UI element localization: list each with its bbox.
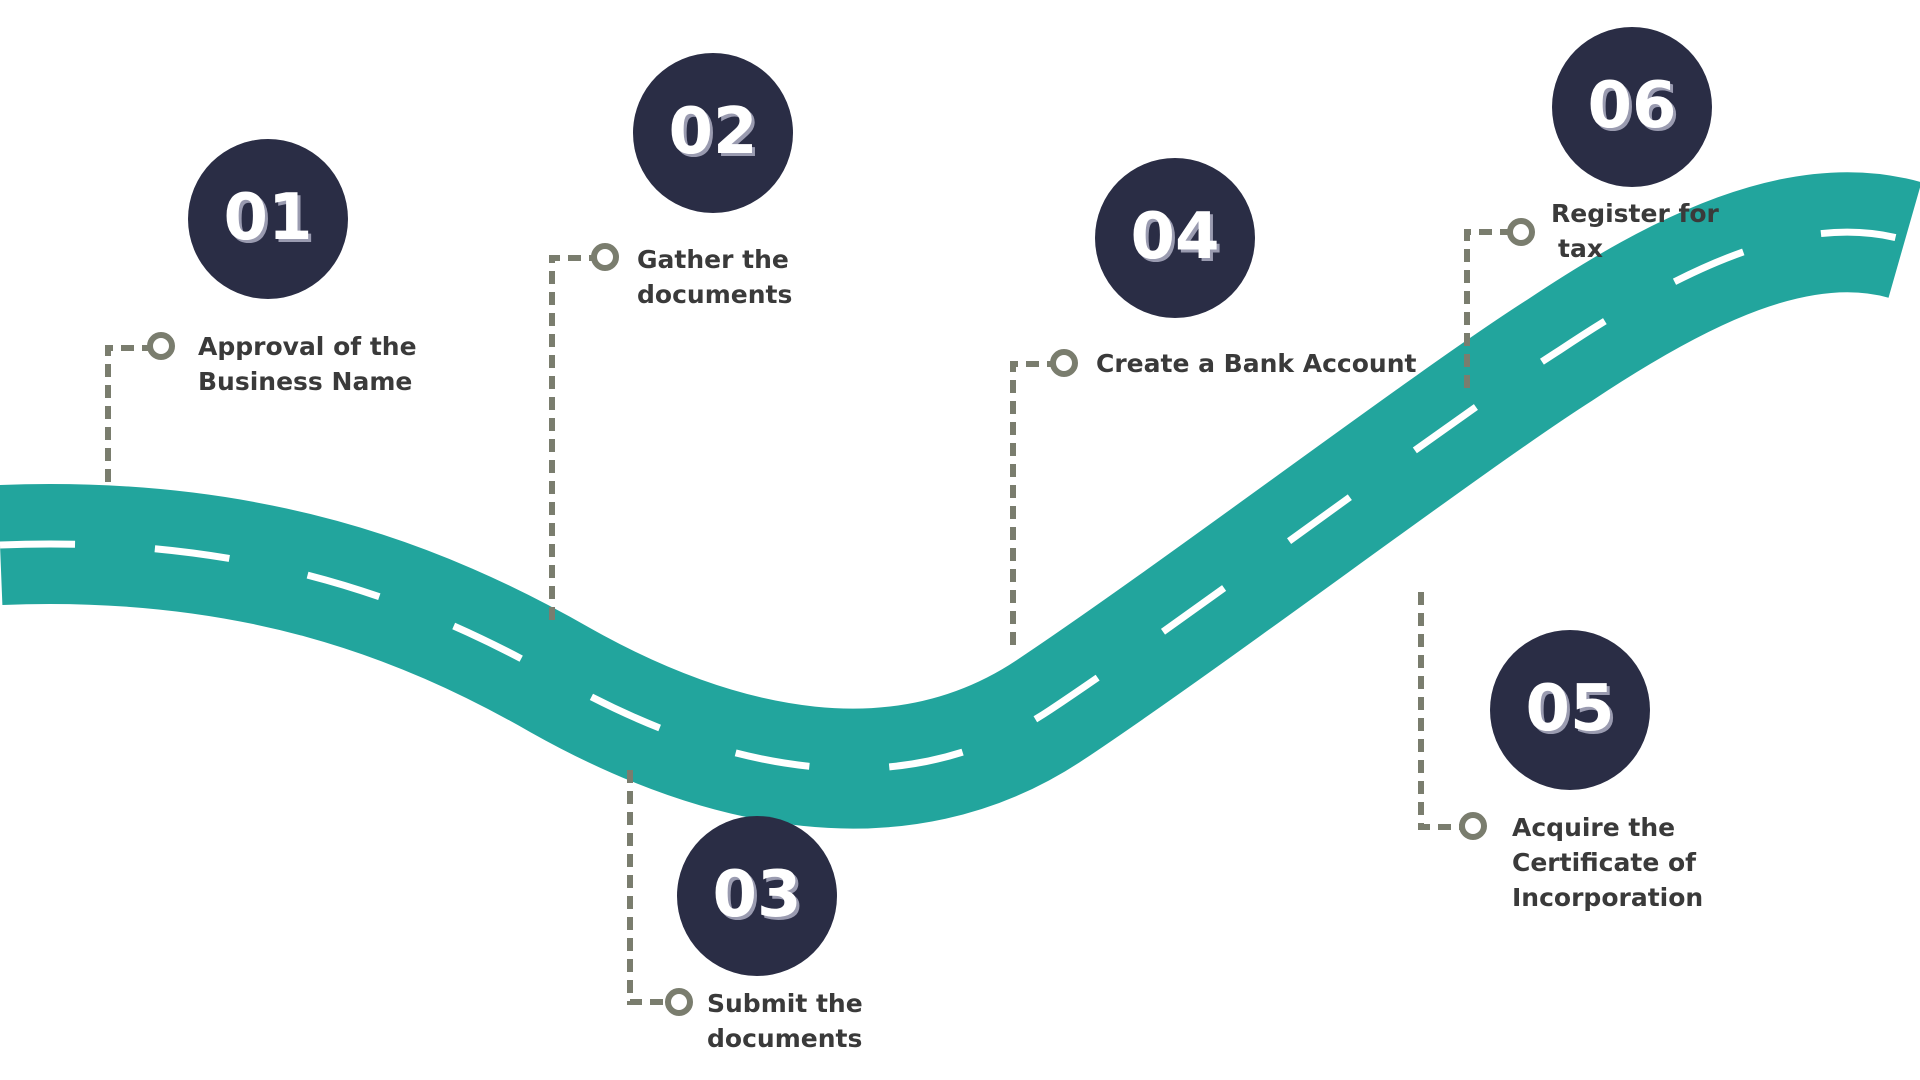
- step-06-number-circle: [1552, 27, 1712, 187]
- road: [0, 172, 1920, 829]
- step-03-label-line-2: documents: [707, 1024, 862, 1053]
- step-06-label-line-1: Register for: [1551, 199, 1720, 228]
- step-04-number: 04: [1130, 200, 1219, 274]
- step-06-number: 06: [1587, 69, 1676, 143]
- step-06-label-line-2: tax: [1558, 234, 1603, 263]
- step-01-connector: [105, 345, 152, 482]
- step-04-connector-node: [1050, 349, 1078, 377]
- step-05-number-circle: [1490, 630, 1650, 790]
- step-03-connector: [627, 770, 668, 1005]
- step-01: 01 01 Approval of the Business Name: [105, 139, 417, 482]
- step-05: 05 05 Acquire the Certificate of Incorpo…: [1418, 592, 1703, 912]
- step-01-label-line-2: Business Name: [198, 367, 412, 396]
- step-03-connector-node: [665, 988, 693, 1016]
- step-03-number-circle: [677, 816, 837, 976]
- step-01-number-circle: [188, 139, 348, 299]
- step-03: 03 03 Submit the documents: [627, 770, 863, 1053]
- step-01-number: 01: [223, 181, 312, 255]
- step-06-number-shadow: 06: [1590, 72, 1679, 146]
- step-02-number-circle: [633, 53, 793, 213]
- step-04: 04 04 Create a Bank Account: [1010, 158, 1416, 645]
- step-01-connector-node: [147, 332, 175, 360]
- step-06: 06 06 Register for tax: [1464, 27, 1720, 388]
- step-02-label-line-2: documents: [637, 280, 792, 309]
- step-01-number-shadow: 01: [226, 184, 315, 258]
- step-06-connector: [1464, 229, 1508, 388]
- step-05-number: 05: [1525, 672, 1614, 746]
- step-03-number-shadow: 03: [715, 861, 804, 935]
- step-06-connector-node: [1507, 218, 1535, 246]
- step-05-label-line-1: Acquire the: [1512, 813, 1675, 842]
- step-03-label-line-1: Submit the: [707, 989, 863, 1018]
- step-04-number-shadow: 04: [1133, 203, 1222, 277]
- step-01-label-line-1: Approval of the: [198, 332, 417, 361]
- step-04-connector: [1010, 361, 1053, 645]
- step-03-number: 03: [712, 858, 801, 932]
- step-04-label-line-1: Create a Bank Account: [1096, 349, 1416, 378]
- step-02-connector: [549, 255, 596, 620]
- step-05-connector: [1418, 592, 1461, 830]
- step-05-label-line-3: Incorporation: [1512, 883, 1703, 912]
- step-02-connector-node: [591, 243, 619, 271]
- step-05-connector-node: [1459, 812, 1487, 840]
- step-02-number-shadow: 02: [671, 98, 760, 172]
- step-02: 02 02 Gather the documents: [549, 53, 793, 620]
- step-04-number-circle: [1095, 158, 1255, 318]
- step-02-label-line-1: Gather the: [637, 245, 789, 274]
- step-02-number: 02: [668, 95, 757, 169]
- step-05-label-line-2: Certificate of: [1512, 848, 1697, 877]
- step-05-number-shadow: 05: [1528, 675, 1617, 749]
